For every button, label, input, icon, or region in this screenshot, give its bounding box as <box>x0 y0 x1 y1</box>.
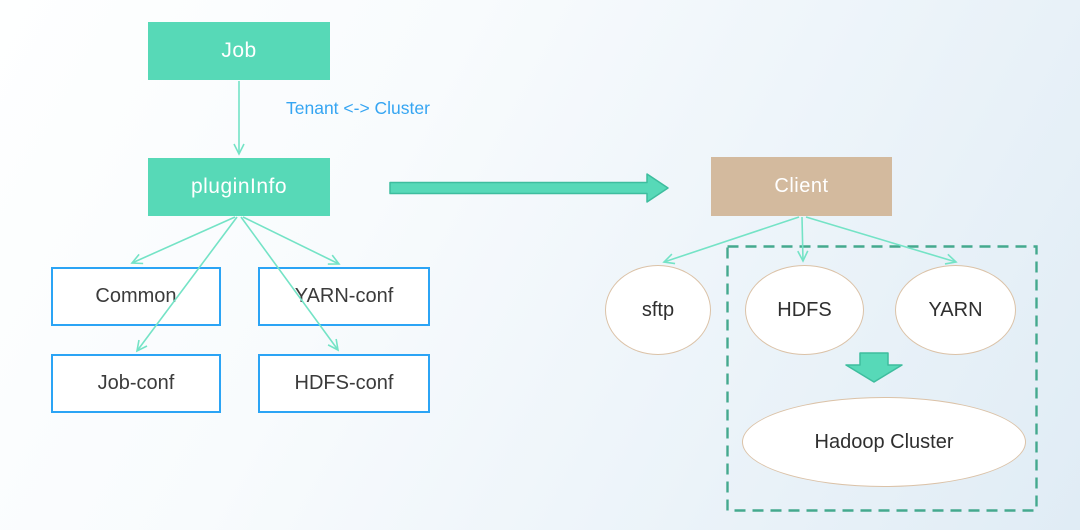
client-node-label: Client <box>774 175 829 197</box>
hdfs-node-label: HDFS <box>777 298 832 321</box>
yarn-ellipse-node: YARN <box>895 265 1016 355</box>
block-arrow-to-hadoop-cluster <box>845 352 903 383</box>
hadoop-cluster-node-label: Hadoop Cluster <box>814 430 954 453</box>
block-arrow-plugininfo-to-client <box>389 173 669 203</box>
arrow-client-to-hdfs <box>797 216 809 263</box>
sftp-node-label: sftp <box>641 298 675 321</box>
hadoop-cluster-ellipse-node: Hadoop Cluster <box>742 397 1026 487</box>
yarn-conf-node: YARN-conf <box>258 267 430 326</box>
arrow-plugininfo-to-yarn-conf <box>242 216 341 265</box>
hdfs-conf-node-label: HDFS-conf <box>294 372 394 394</box>
job-node-label: Job <box>221 39 257 62</box>
plugininfo-node-label: pluginInfo <box>190 175 288 198</box>
job-node: Job <box>148 22 330 80</box>
tenant-cluster-edge-label: Tenant <-> Cluster <box>286 98 430 118</box>
client-node: Client <box>711 157 892 216</box>
plugininfo-node: pluginInfo <box>148 158 330 216</box>
hdfs-conf-node: HDFS-conf <box>258 354 430 413</box>
yarn-conf-node-label: YARN-conf <box>294 285 394 307</box>
arrow-plugininfo-to-common <box>130 216 236 265</box>
job-conf-node-label: Job-conf <box>97 372 175 394</box>
job-conf-node: Job-conf <box>51 354 221 413</box>
common-node-label: Common <box>95 285 177 307</box>
common-node: Common <box>51 267 221 326</box>
sftp-ellipse-node: sftp <box>605 265 711 355</box>
yarn-node-label: YARN <box>928 298 983 321</box>
hdfs-ellipse-node: HDFS <box>745 265 864 355</box>
arrow-client-to-sftp <box>662 216 800 265</box>
arrow-client-to-yarn <box>805 216 958 265</box>
